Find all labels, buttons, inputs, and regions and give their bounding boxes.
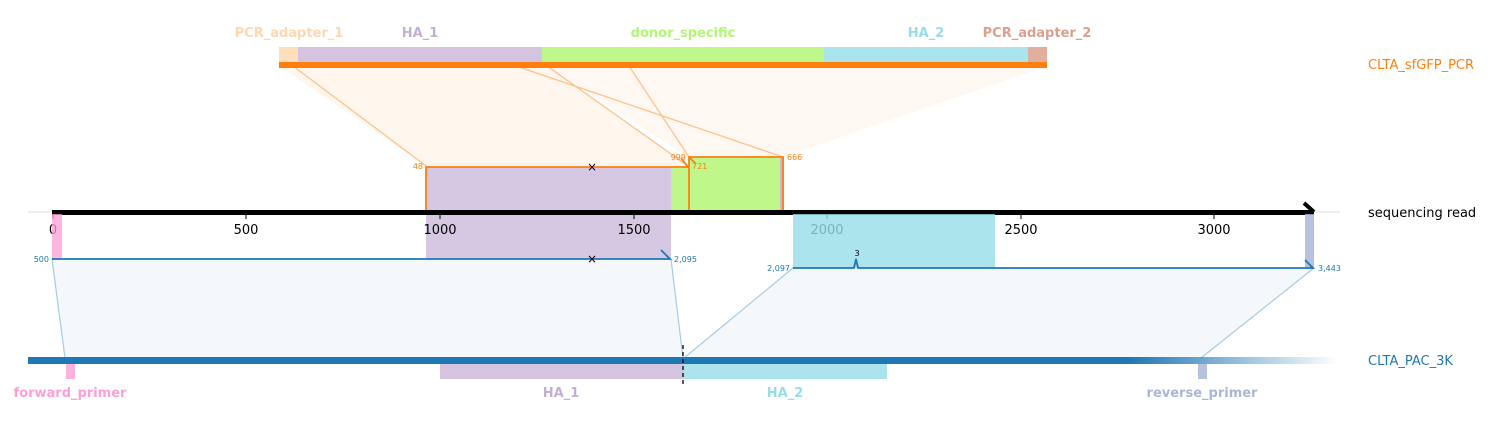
feature-label-forward-primer: forward_primer <box>14 386 128 401</box>
donor-region-read <box>671 167 689 212</box>
top-align-label-end: 666 <box>787 153 802 162</box>
reverse-primer-read <box>1305 214 1314 268</box>
feature-ha2-bottom <box>683 364 887 379</box>
feature-label-donor-specific: donor_specific <box>631 26 736 41</box>
tick-label: 1000 <box>423 223 456 238</box>
bottom-align-label-second-end: 3,443 <box>1318 264 1341 273</box>
feature-label-pcr-adapter-2: PCR_adapter_2 <box>983 26 1092 41</box>
bottom-align-label-second-start: 2,097 <box>767 264 790 273</box>
feature-donor-specific <box>542 47 824 64</box>
top-alignment-path-1 <box>425 157 690 212</box>
feature-ha1-top <box>298 47 542 64</box>
bottom-target-track: forward_primer HA_1 HA_2 reverse_primer … <box>14 345 1453 401</box>
donor-region-read-2 <box>689 157 780 212</box>
feature-ha1-bottom <box>440 364 683 379</box>
mismatch-marker: × <box>587 252 597 266</box>
bottom-alignment-shade-1 <box>52 259 683 358</box>
ha1-region-read-below <box>426 214 671 259</box>
feature-pcr-adapter-1 <box>279 47 298 64</box>
tick-label: 1500 <box>617 223 650 238</box>
bottom-alignment-shade-2 <box>684 268 1314 358</box>
bottom-mapping-line <box>1200 267 1315 359</box>
tick-label: 2500 <box>1004 223 1037 238</box>
top-alignment-shade <box>279 66 688 166</box>
reference-arrowhead <box>1302 201 1316 214</box>
reference-track: sequencing read 0 500 1000 1500 2000 250… <box>28 201 1476 268</box>
bottom-align-label-indel: 3 <box>854 249 859 258</box>
reference-bar <box>52 210 1314 215</box>
top-align-label-start: 48 <box>413 162 423 171</box>
feature-label-ha1-bottom: HA_1 <box>543 386 580 401</box>
top-target-track: PCR_adapter_1 HA_1 donor_specific HA_2 P… <box>235 26 1474 167</box>
bottom-alignment-path-2 <box>793 258 1316 269</box>
feature-label-ha2-bottom: HA_2 <box>767 386 804 401</box>
bottom-alignments: 500 2,095 2,097 3 3,443 × <box>34 249 1341 359</box>
feature-label-pcr-adapter-1: PCR_adapter_1 <box>235 26 344 41</box>
top-alignment-insert-tick <box>688 156 697 165</box>
feature-label-ha2-top: HA_2 <box>908 26 945 41</box>
feature-label-reverse-primer: reverse_primer <box>1147 386 1259 401</box>
ha2-sliver-read <box>780 157 784 212</box>
reference-name: sequencing read <box>1368 206 1476 221</box>
top-align-label-insert: 721 <box>692 162 707 171</box>
tick-label: 3000 <box>1197 223 1230 238</box>
tick-label: 500 <box>234 223 259 238</box>
ha1-region-read <box>426 167 671 212</box>
bottom-target-name: CLTA_PAC_3K <box>1368 354 1453 369</box>
feature-ha2-top <box>824 47 1028 64</box>
ha2-region-read <box>793 214 995 268</box>
top-align-label-break: 999 <box>671 153 686 162</box>
top-alignment-path-2 <box>688 156 784 212</box>
top-mapping-line <box>628 65 690 158</box>
top-target-name: CLTA_sfGFP_PCR <box>1368 58 1474 73</box>
top-target-bar <box>279 62 1047 68</box>
bottom-align-label-end: 2,095 <box>674 255 697 264</box>
feature-label-ha1-top: HA_1 <box>402 26 439 41</box>
top-alignment-shade-2 <box>547 66 1047 157</box>
forward-primer-read <box>52 214 62 259</box>
feature-reverse-primer <box>1198 364 1207 379</box>
bottom-mapping-line <box>683 267 794 359</box>
bottom-mapping-line <box>670 258 684 359</box>
bottom-mapping-line <box>51 258 66 359</box>
top-alignments: 48 999 721 666 × <box>413 153 802 259</box>
bottom-align-label-start: 500 <box>34 255 49 264</box>
bottom-alignment-path-1 <box>52 249 673 260</box>
top-mapping-line <box>292 65 427 167</box>
feature-pcr-adapter-2 <box>1028 47 1047 64</box>
feature-forward-primer <box>66 364 75 379</box>
mismatch-marker: × <box>587 160 597 174</box>
top-mapping-line <box>546 65 689 167</box>
top-mapping-line <box>515 65 784 158</box>
